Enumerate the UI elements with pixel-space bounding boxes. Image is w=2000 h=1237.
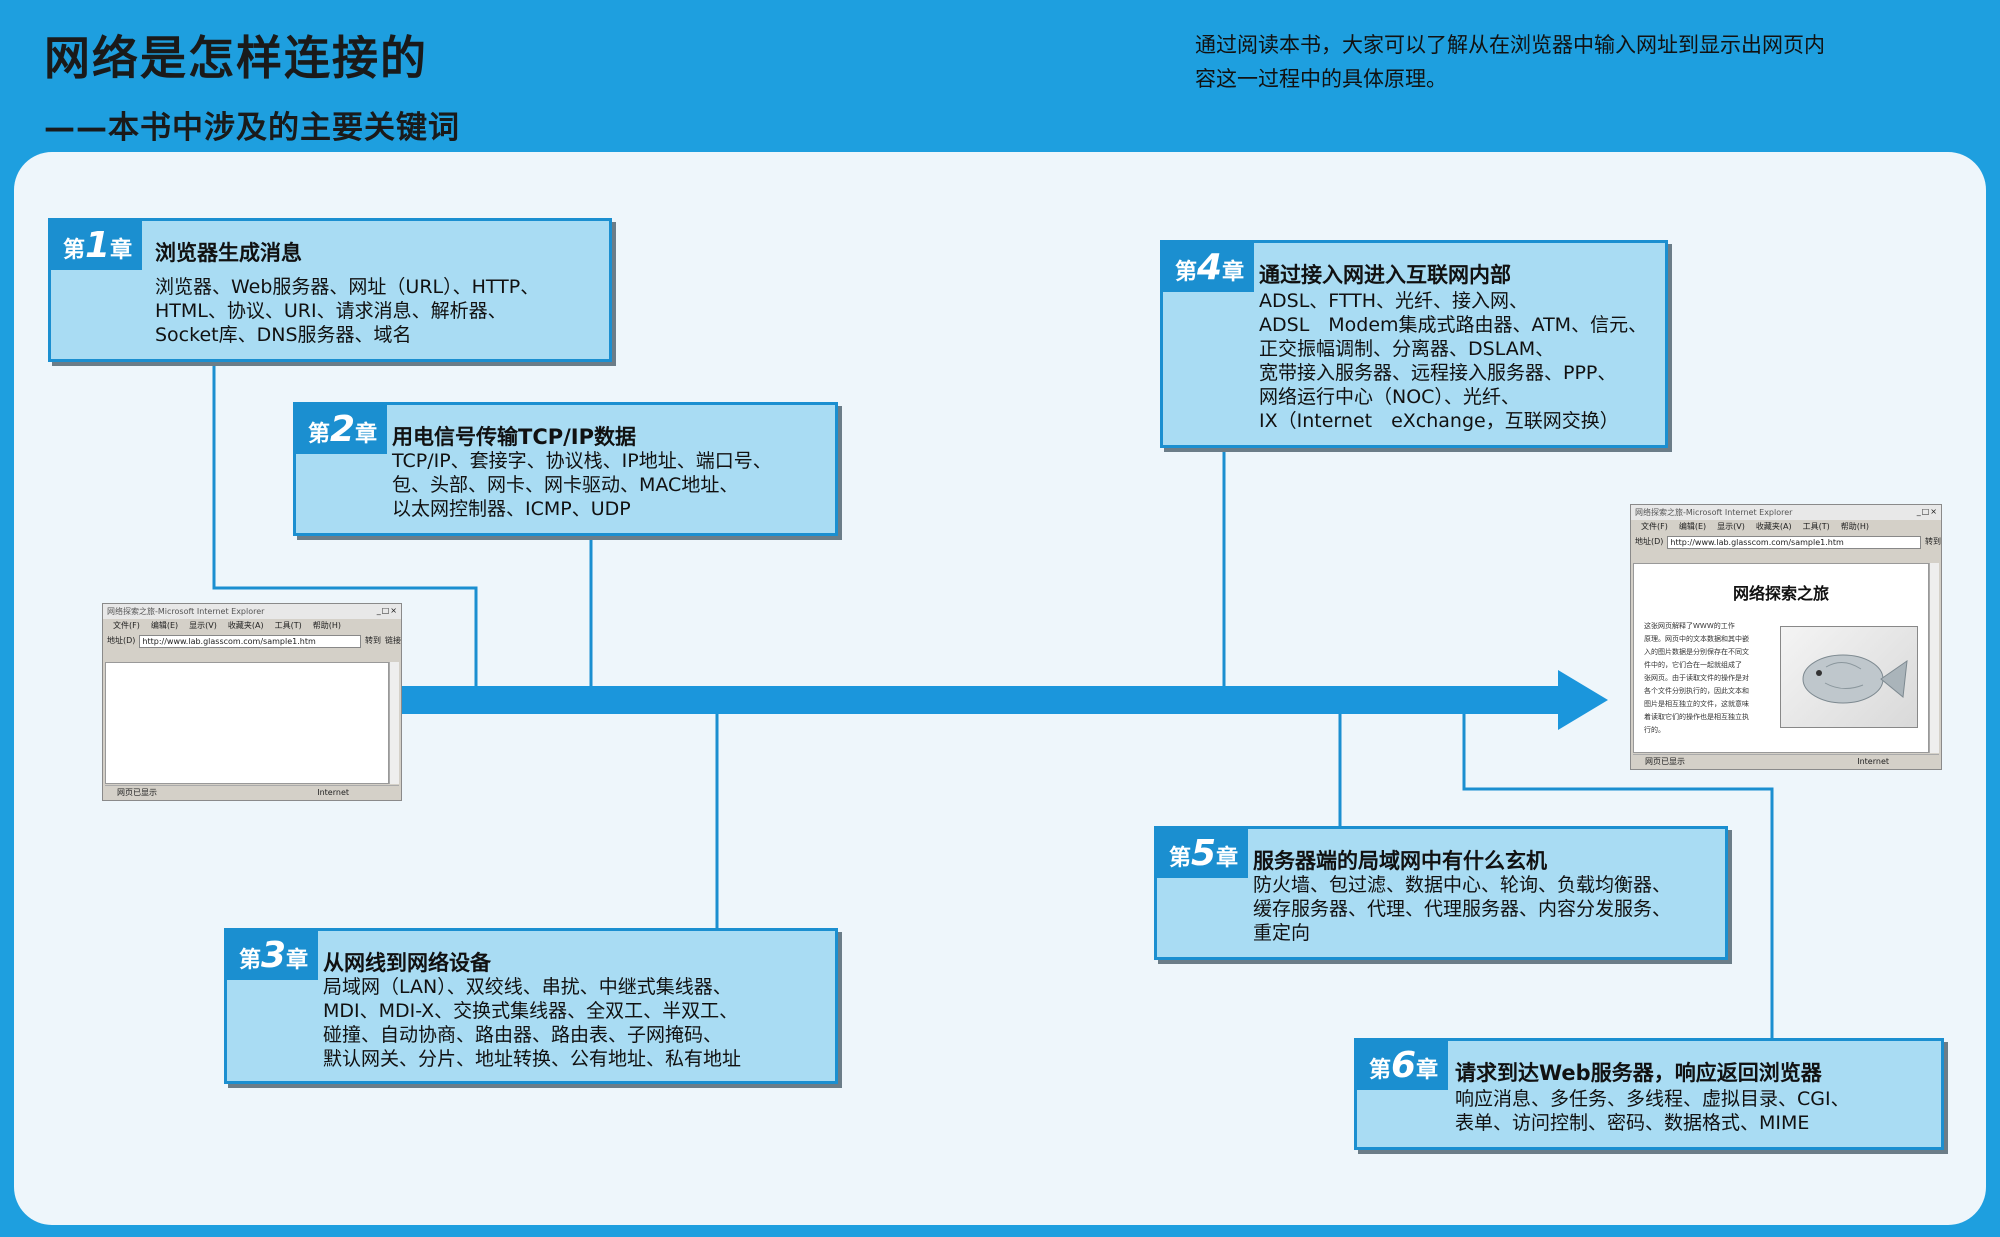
browser-title: 网络探索之旅-Microsoft Internet Explorer xyxy=(1631,505,1941,520)
chapter-2-box: 第2章 用电信号传输TCP/IP数据 TCP/IP、套接字、协议栈、IP地址、端… xyxy=(293,402,838,536)
status-bar: 网页已显示 Internet xyxy=(105,785,399,799)
chapter-3-title: 从网线到网络设备 xyxy=(323,951,491,975)
address-field: http://www.lab.glasscom.com/sample1.htm xyxy=(1667,535,1921,549)
window-controls-icon: _□× xyxy=(1916,507,1938,516)
web-page-text: 这张网页解释了WWW的工作原理。网页中的文本数据和其中嵌入的图片数据是分别保存在… xyxy=(1644,622,1749,734)
browser-window-start: 网络探索之旅-Microsoft Internet Explorer _□× 文… xyxy=(102,603,402,801)
browser-title: 网络探索之旅-Microsoft Internet Explorer xyxy=(103,604,401,619)
connector-ch1 xyxy=(212,362,478,690)
scrollbar xyxy=(1929,563,1939,753)
chapter-2-title: 用电信号传输TCP/IP数据 xyxy=(392,425,637,449)
browser-window-end: 网络探索之旅-Microsoft Internet Explorer _□× 文… xyxy=(1630,504,1942,770)
chapter-6-title: 请求到达Web服务器，响应返回浏览器 xyxy=(1455,1061,1822,1085)
chapter-6-box: 第6章 请求到达Web服务器，响应返回浏览器 响应消息、多任务、多线程、虚拟目录… xyxy=(1354,1038,1944,1150)
chapter-4-box: 第4章 通过接入网进入互联网内部 ADSL、FTTH、光纤、接入网、ADSL M… xyxy=(1160,240,1668,448)
scrollbar xyxy=(389,662,399,784)
intro-line-1: 通过阅读本书，大家可以了解从在浏览器中输入网址到显示出网页内 xyxy=(1195,33,1825,57)
page-subtitle: ——本书中涉及的主要关键词 xyxy=(44,110,460,146)
fish-image xyxy=(1780,626,1918,728)
page-title: 网络是怎样连接的 xyxy=(44,31,428,85)
chapter-3-box: 第3章 从网线到网络设备 局域网（LAN）、双绞线、串扰、中继式集线器、MDI、… xyxy=(224,928,838,1084)
chapter-4-title: 通过接入网进入互联网内部 xyxy=(1259,263,1511,287)
address-bar: 地址(D) http://www.lab.glasscom.com/sample… xyxy=(107,634,401,648)
chapter-2-keywords: TCP/IP、套接字、协议栈、IP地址、端口号、包、头部、网卡、网卡驱动、MAC… xyxy=(392,450,772,520)
header-title-block: 网络是怎样连接的 ——本书中涉及的主要关键词 xyxy=(44,22,460,147)
address-bar: 地址(D) http://www.lab.glasscom.com/sample… xyxy=(1635,535,1941,549)
blank-page-area xyxy=(105,662,389,784)
chapter-6-badge: 第6章 xyxy=(1357,1041,1449,1090)
chapter-5-badge: 第5章 xyxy=(1157,829,1249,878)
chapter-5-keywords: 防火墙、包过滤、数据中心、轮询、负载均衡器、缓存服务器、代理、代理服务器、内容分… xyxy=(1253,874,1672,944)
main-arrow-shaft xyxy=(402,686,1562,714)
chapter-5-title: 服务器端的局域网中有什么玄机 xyxy=(1253,849,1547,873)
chapter-3-keywords: 局域网（LAN）、双绞线、串扰、中继式集线器、MDI、MDI-X、交换式集线器、… xyxy=(323,976,742,1070)
chapter-4-keywords: ADSL、FTTH、光纤、接入网、ADSL Modem集成式路由器、ATM、信元… xyxy=(1259,290,1648,432)
web-page-heading: 网络探索之旅 xyxy=(1732,584,1829,603)
browser-menubar: 文件(F)编辑(E)显示(V)收藏夹(A)工具(T)帮助(H) xyxy=(1641,522,1869,531)
chapter-1-keywords: 浏览器、Web服务器、网址（URL）、HTTP、HTML、协议、URI、请求消息… xyxy=(155,276,540,346)
chapter-5-box: 第5章 服务器端的局域网中有什么玄机 防火墙、包过滤、数据中心、轮询、负载均衡器… xyxy=(1154,826,1728,960)
address-field: http://www.lab.glasscom.com/sample1.htm xyxy=(139,634,361,648)
main-arrow-head xyxy=(1558,670,1608,730)
chapter-1-badge: 第1章 xyxy=(51,221,143,270)
chapter-6-keywords: 响应消息、多任务、多线程、虚拟目录、CGI、表单、访问控制、密码、数据格式、MI… xyxy=(1455,1088,1850,1134)
chapter-4-badge: 第4章 xyxy=(1163,243,1255,292)
chapter-3-badge: 第3章 xyxy=(227,931,319,980)
web-page-area: 网络探索之旅 这张网页解释了WWW的工作原理。网页中的文本数据和其中嵌入的图片数… xyxy=(1633,563,1929,753)
status-bar: 网页已显示 Internet xyxy=(1633,754,1939,768)
window-controls-icon: _□× xyxy=(376,606,398,615)
chapter-2-badge: 第2章 xyxy=(296,405,388,454)
chapter-1-title: 浏览器生成消息 xyxy=(155,241,302,265)
browser-menubar: 文件(F)编辑(E)显示(V)收藏夹(A)工具(T)帮助(H) xyxy=(113,621,341,630)
chapter-1-box: 第1章 浏览器生成消息 浏览器、Web服务器、网址（URL）、HTTP、HTML… xyxy=(48,218,612,362)
connector-ch6 xyxy=(1462,710,1774,1040)
intro-line-2: 容这一过程中的具体原理。 xyxy=(1195,67,1447,91)
fish-icon xyxy=(1802,654,1908,704)
intro-text: 通过阅读本书，大家可以了解从在浏览器中输入网址到显示出网页内 容这一过程中的具体… xyxy=(1195,28,1895,96)
